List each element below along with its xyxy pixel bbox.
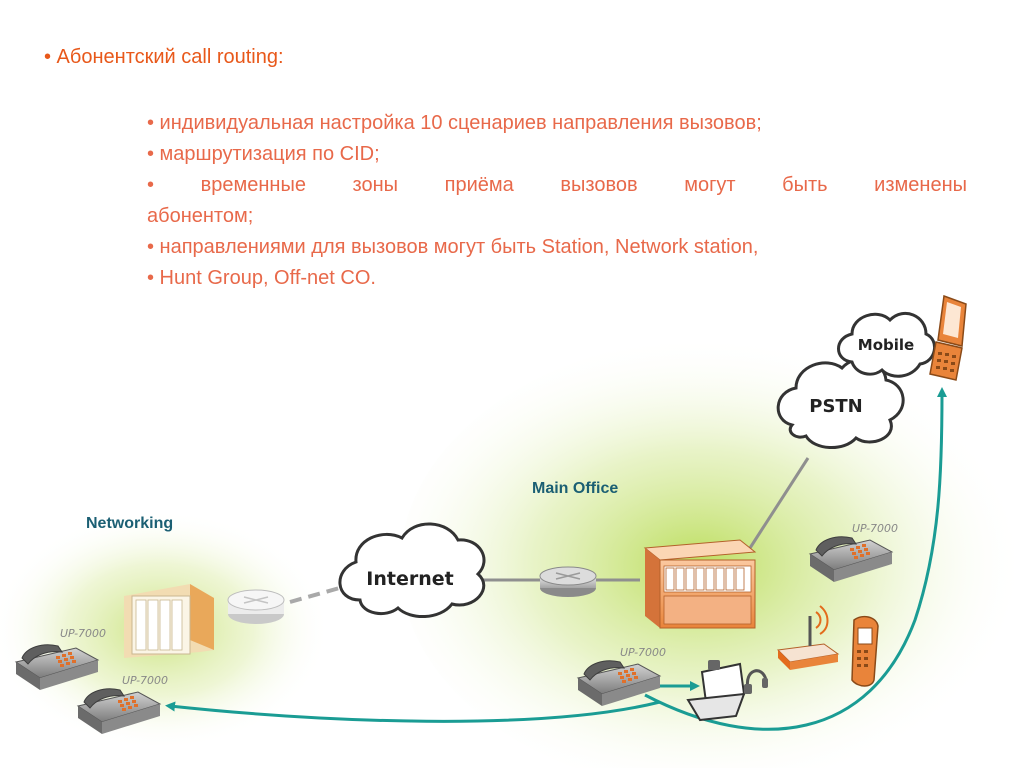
mobile-cloud-icon (837, 312, 936, 378)
main-office-label: Main Office (532, 480, 619, 497)
bullet-item: • Hunt Group, Off-net CO. (147, 267, 376, 289)
phone-model-label: UP-7000 (122, 674, 168, 687)
bullet-item: • маршрутизация по CID; (147, 143, 380, 165)
bullet-item: • индивидуальная настройка 10 сценариев … (147, 112, 762, 134)
router-icon (539, 566, 597, 597)
pstn-cloud-icon (776, 358, 905, 450)
internet-label: Internet (366, 568, 453, 590)
section-heading: • Абонентский call routing: (44, 46, 284, 68)
main-office-pbx-icon (643, 539, 757, 629)
internet-cloud-icon (338, 522, 486, 619)
laptop-icon (686, 660, 746, 722)
pbx-pstn-link (748, 457, 810, 549)
networking-pbx-icon (124, 584, 214, 658)
bullet-item-continuation: абонентом; (147, 205, 254, 227)
wifi-access-point-icon (776, 605, 840, 670)
routing-arrow-to-mobile (644, 387, 947, 731)
dect-handset-icon (851, 615, 879, 687)
headset-icon (744, 669, 768, 694)
networking-internet-link (289, 583, 351, 604)
networking-router-icon (227, 589, 285, 624)
flip-phone-icon (929, 294, 967, 381)
pstn-label: PSTN (809, 396, 863, 417)
phone-model-label: UP-7000 (852, 522, 898, 535)
phone-model-label: UP-7000 (620, 646, 666, 659)
phone-model-label: UP-7000 (60, 627, 106, 640)
routing-arrow-to-networking (165, 700, 661, 723)
mobile-label: Mobile (858, 336, 914, 354)
bullet-item: • направлениями для вызовов могут быть S… (147, 236, 759, 258)
networking-label: Networking (86, 515, 174, 532)
bullet-list: • индивидуальная настройка 10 сценариев … (147, 108, 967, 294)
bullet-item: • временные зоны приёма вызовов могут бы… (147, 174, 967, 196)
